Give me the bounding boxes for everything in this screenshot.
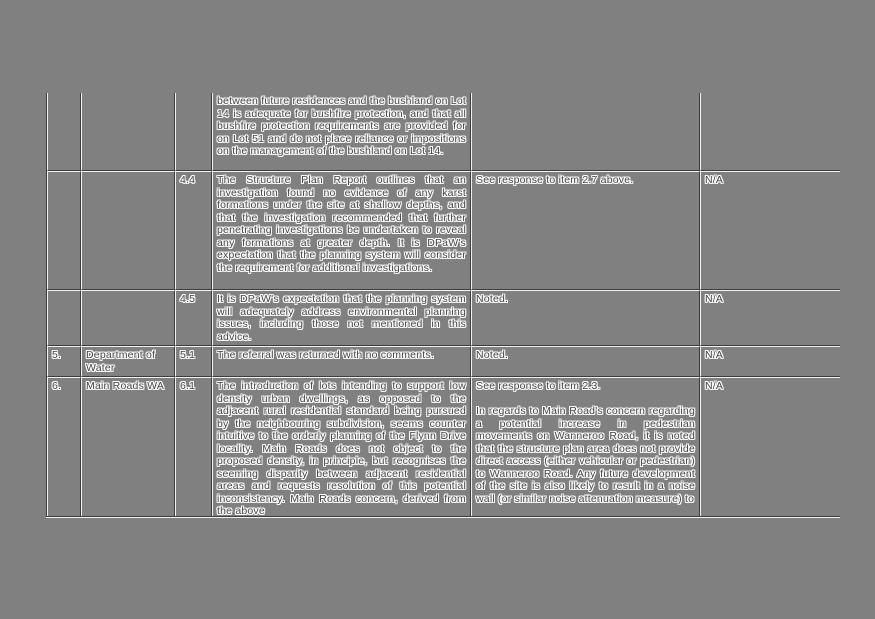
response-cell: See response to item 2.3. In regards to … [471,377,700,518]
comment-text: The referral was returned with no commen… [217,349,434,361]
na-cell: N/A [700,346,840,377]
item-number-cell: 4.5 [175,290,212,346]
na-cell: N/A [700,377,840,518]
comment-cell: The introduction of lots intending to su… [212,377,471,518]
item-number-cell: 5.1 [175,346,212,377]
submissions-table: between future residences and the bushla… [46,93,840,518]
response-text: Noted. [476,349,509,361]
organisation-text: Department of Water [86,349,156,374]
row-number-cell [47,93,81,171]
na-text: N/A [705,380,724,392]
organisation-cell: Main Roads WA [81,377,175,518]
table-row-4-4: 4.4 The Structure Plan Report outlines t… [47,171,840,290]
page-bottom-edge [46,516,840,518]
na-text: N/A [705,174,724,186]
response-cell: Noted. [471,346,700,377]
comment-text: The introduction of lots intending to su… [217,380,466,517]
organisation-text: Main Roads WA [86,380,165,392]
comment-text: The Structure Plan Report outlines that … [217,174,466,274]
na-text: N/A [705,349,724,361]
comment-cell: The referral was returned with no commen… [212,346,471,377]
row-number-cell [47,171,81,290]
na-cell: N/A [700,290,840,346]
organisation-cell [81,93,175,171]
comment-text: between future residences and the bushla… [217,95,466,157]
item-number-cell: 6.1 [175,377,212,518]
item-number-text: 6.1 [180,380,196,392]
table-viewport: between future residences and the bushla… [46,93,840,518]
organisation-cell [81,290,175,346]
row-number-text: 6. [52,380,62,392]
table-row-5-1: 5. Department of Water 5.1 The referral … [47,346,840,377]
row-number-text: 5. [52,349,62,361]
table-row-continuation: between future residences and the bushla… [47,93,840,171]
table-row-6-1: 6. Main Roads WA 6.1 The introduction of… [47,377,840,518]
organisation-cell [81,171,175,290]
response-cell: See response to item 2.7 above. [471,171,700,290]
na-cell: N/A [700,171,840,290]
row-number-cell: 6. [47,377,81,518]
response-text-paragraph-1: See response to item 2.3. [476,380,601,392]
row-number-cell [47,290,81,346]
item-number-text: 4.5 [180,293,196,305]
item-number-text: 4.4 [180,174,196,186]
na-cell [700,93,840,171]
organisation-cell: Department of Water [81,346,175,377]
response-text: See response to item 2.7 above. [476,174,634,186]
comment-cell: The Structure Plan Report outlines that … [212,171,471,290]
comment-text: It is DPaW's expectation that the planni… [217,293,466,343]
response-text: Noted. [476,293,509,305]
row-number-cell: 5. [47,346,81,377]
comment-cell: It is DPaW's expectation that the planni… [212,290,471,346]
response-cell [471,93,700,171]
table-row-4-5: 4.5 It is DPaW's expectation that the pl… [47,290,840,346]
response-cell: Noted. [471,290,700,346]
item-number-cell [175,93,212,171]
item-number-cell: 4.4 [175,171,212,290]
response-text-paragraph-2: In regards to Main Road's concern regard… [476,405,695,505]
comment-cell: between future residences and the bushla… [212,93,471,171]
item-number-text: 5.1 [180,349,196,361]
na-text: N/A [705,293,724,305]
